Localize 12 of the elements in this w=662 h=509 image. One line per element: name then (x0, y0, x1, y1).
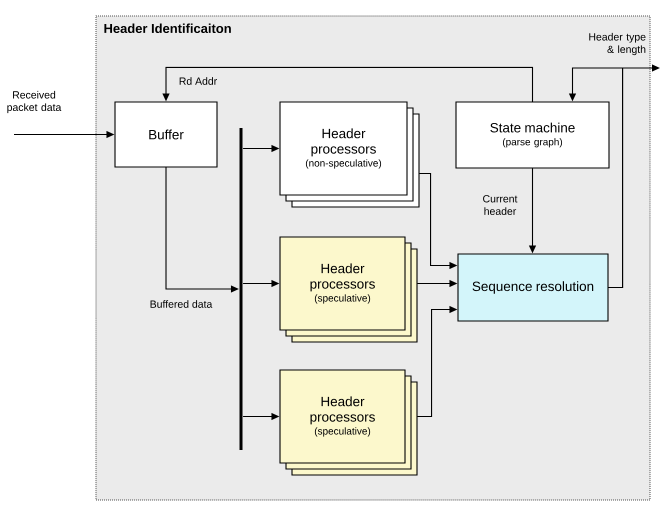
stacked-boxes: Header processors (speculative) (279, 369, 418, 476)
stacked-boxes: Header processors (speculative) (279, 236, 418, 343)
process-box: State machine (parse graph) (455, 101, 610, 169)
stacked-boxes: Header processors (non-speculative) (279, 101, 420, 208)
process-box: Buffer (114, 101, 218, 168)
edge-label: Buffered data (148, 299, 214, 309)
edge-label: Header type & length (583, 32, 647, 56)
edge-label: Current header (474, 194, 526, 216)
process-box: Sequence resolution (457, 253, 609, 322)
group-title: Header Identificaiton (104, 24, 231, 34)
edge-label: Received packet data (3, 90, 65, 114)
edge-label: Rd Addr (178, 76, 218, 86)
